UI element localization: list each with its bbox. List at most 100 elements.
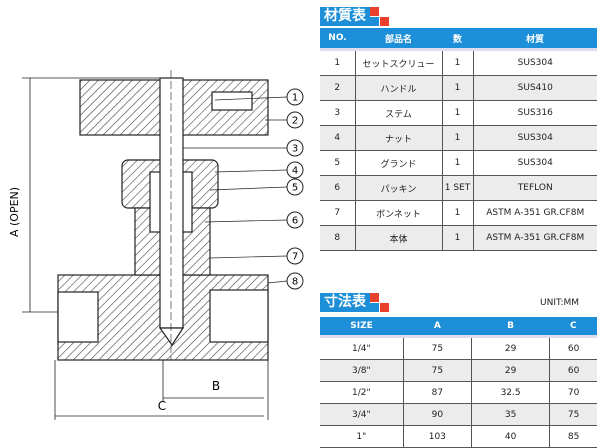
table-cell: 本体: [354, 225, 442, 251]
table-cell: 7: [320, 200, 355, 226]
table-cell: ハンドル: [354, 75, 442, 101]
table-cell: 75: [402, 336, 472, 360]
table-cell: 1": [320, 425, 404, 448]
table-cell: 2: [320, 75, 355, 101]
table-cell: 40: [471, 425, 550, 448]
table-cell: 1: [441, 49, 473, 76]
table-cell: 1: [320, 49, 355, 76]
table-cell: 1: [441, 100, 473, 126]
table-cell: 5: [320, 150, 355, 176]
dimension-a-label: A (OPEN): [8, 187, 21, 237]
table-cell: 3/8": [320, 359, 404, 382]
table-cell: 32.5: [471, 381, 550, 404]
table-cell: セットスクリュー: [354, 49, 442, 76]
callout-circle: [286, 161, 304, 179]
stem: [159, 77, 184, 329]
callout-circle: [286, 272, 304, 290]
materials-title: 材質表: [320, 7, 392, 26]
table-cell: 4: [320, 125, 355, 151]
table-cell: 103: [402, 425, 472, 448]
callout-number: 5: [292, 183, 298, 194]
table-cell: 1/4": [320, 336, 404, 360]
table-cell: SUS304: [472, 150, 597, 176]
table-cell: 85: [549, 425, 597, 448]
column-header: NO.: [320, 28, 355, 51]
callout-circle: [286, 247, 304, 265]
column-header: 材質: [473, 28, 597, 51]
table-cell: 90: [402, 403, 472, 426]
table-cell: グランド: [354, 150, 442, 176]
table-cell: ASTM A-351 GR.CF8M: [472, 225, 597, 251]
table-cell: 3/4": [320, 403, 404, 426]
table-cell: 1: [441, 150, 473, 176]
table-cell: 60: [549, 359, 597, 382]
column-header: C: [549, 317, 597, 338]
leader-line: [267, 280, 288, 284]
leader-line: [204, 219, 288, 223]
callout-number: 4: [292, 166, 298, 177]
callout-circle: [286, 88, 304, 106]
table-cell: TEFLON: [472, 175, 597, 201]
column-header: B: [471, 317, 550, 338]
table-cell: 6: [320, 175, 355, 201]
leader-line: [214, 96, 288, 101]
table-cell: 29: [471, 359, 550, 382]
table-cell: 8: [320, 225, 355, 251]
column-header: SIZE: [320, 317, 404, 338]
table-cell: ボンネット: [354, 200, 442, 226]
table-cell: SUS316: [472, 100, 597, 126]
leader-line: [209, 186, 288, 191]
callout-number: 6: [292, 216, 298, 227]
callout-number: 1: [292, 93, 298, 104]
callout-circle: [286, 211, 304, 229]
table-cell: 1/2": [320, 381, 404, 404]
table-cell: ナット: [354, 125, 442, 151]
table-cell: 1: [441, 125, 473, 151]
table-cell: 35: [471, 403, 550, 426]
callout-number: 8: [292, 277, 298, 288]
callout-circle: [286, 139, 304, 157]
table-cell: 29: [471, 336, 550, 360]
table-cell: 1: [441, 225, 473, 251]
table-cell: 75: [402, 359, 472, 382]
column-header: 数: [442, 28, 473, 51]
dimensions-title: 寸法表: [320, 293, 392, 312]
table-cell: 3: [320, 100, 355, 126]
column-header: 部品名: [355, 28, 442, 51]
callout-number: 7: [292, 252, 298, 263]
table-cell: 60: [549, 336, 597, 360]
callout-circle: [286, 178, 304, 196]
table-cell: SUS304: [472, 49, 597, 76]
table-cell: 1: [441, 200, 473, 226]
callout-number: 3: [292, 144, 298, 155]
dimension-b-label: B: [212, 379, 220, 393]
table-cell: 75: [549, 403, 597, 426]
leader-line: [209, 255, 288, 259]
table-cell: ステム: [354, 100, 442, 126]
table-cell: パッキン: [354, 175, 442, 201]
dimension-c-label: C: [158, 399, 166, 413]
leader-line: [214, 169, 288, 173]
column-header: A: [403, 317, 472, 338]
table-cell: SUS410: [472, 75, 597, 101]
table-cell: 70: [549, 381, 597, 404]
table-cell: SUS304: [472, 125, 597, 151]
table-cell: ASTM A-351 GR.CF8M: [472, 200, 597, 226]
unit-label: UNIT:MM: [540, 298, 580, 308]
table-cell: 1: [441, 75, 473, 101]
